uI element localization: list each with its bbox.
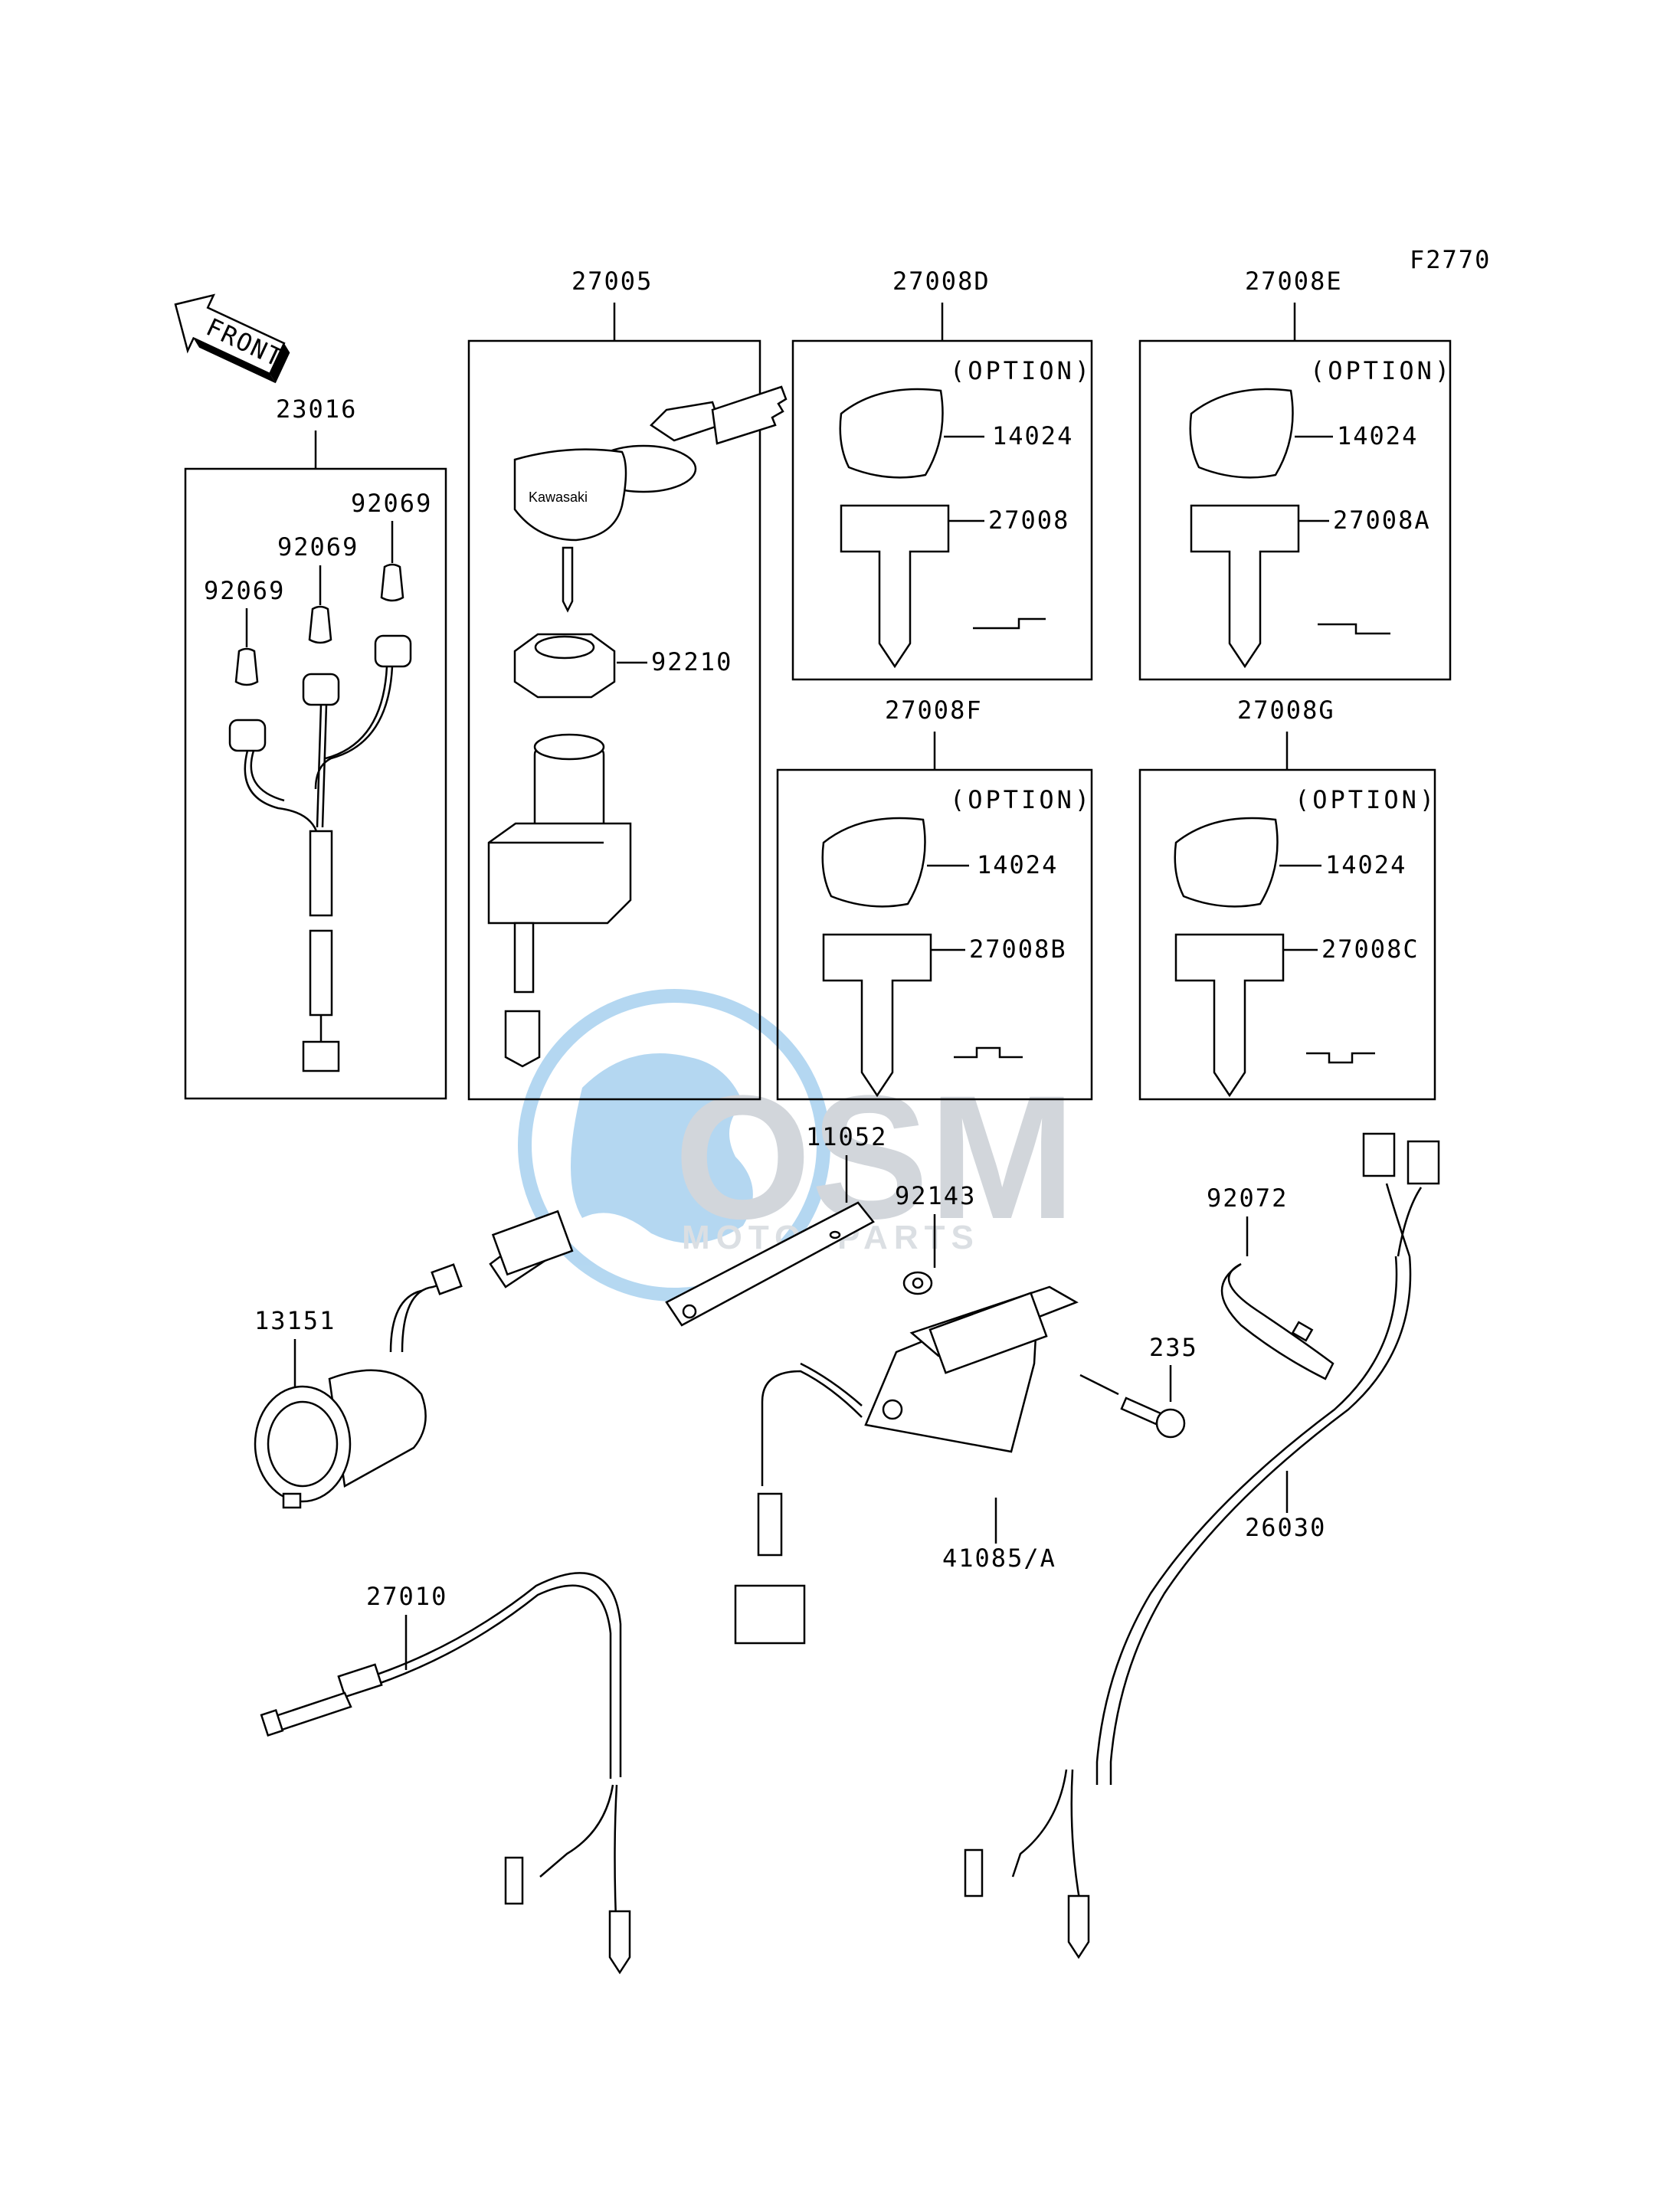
part-41085A: 41085/A — [734, 1285, 1079, 1645]
part-27010: 27010 — [260, 1572, 631, 1975]
label-23016: 23016 — [276, 395, 357, 424]
group-27008D: 27008D (OPTION) 14024 27008 — [791, 267, 1093, 681]
label-92069-b: 92069 — [277, 532, 359, 562]
group-27008E: 27008E (OPTION) 14024 27008A — [1138, 267, 1452, 681]
label-27008F: 27008F — [885, 696, 983, 725]
label-92143: 92143 — [895, 1181, 976, 1210]
label-11052: 11052 — [806, 1122, 887, 1151]
blank-key-icon — [1174, 933, 1285, 1098]
label-14024-f: 14024 — [977, 850, 1058, 879]
label-14024-e: 14024 — [1337, 421, 1418, 450]
option-text-g: (OPTION) — [1295, 785, 1437, 814]
label-92069-c: 92069 — [204, 576, 285, 605]
label-26030: 26030 — [1245, 1513, 1326, 1542]
figure-code: F2770 — [1410, 245, 1491, 274]
label-27005: 27005 — [571, 267, 653, 296]
option-text-f: (OPTION) — [950, 785, 1092, 814]
bulb-icon — [234, 563, 404, 686]
label-27008E: 27008E — [1245, 267, 1343, 296]
label-92072: 92072 — [1207, 1184, 1288, 1213]
label-92069-a: 92069 — [351, 489, 432, 518]
key-cap-icon — [839, 388, 944, 479]
blank-key-icon — [840, 504, 950, 669]
label-27008A: 27008A — [1333, 506, 1431, 535]
key-cap-icon — [1189, 388, 1294, 479]
brand-text: Kawasaki — [529, 489, 588, 505]
group-27005: 27005 Kawasaki 92210 — [467, 267, 788, 1101]
label-14024-d: 14024 — [992, 421, 1073, 450]
part-235: 235 — [1079, 1333, 1198, 1439]
option-text-e: (OPTION) — [1310, 356, 1452, 385]
label-13151: 13151 — [254, 1306, 336, 1335]
option-text-d: (OPTION) — [950, 356, 1092, 385]
part-13151: 13151 — [254, 1210, 574, 1509]
label-27008D: 27008D — [892, 267, 991, 296]
front-arrow-icon: FRONT — [174, 293, 290, 384]
ignition-switch-icon — [487, 733, 632, 1068]
label-41085A: 41085/A — [942, 1544, 1056, 1573]
label-27008: 27008 — [988, 506, 1069, 535]
label-27010: 27010 — [366, 1582, 447, 1611]
group-27008G: 27008G (OPTION) 14024 27008C — [1138, 696, 1437, 1101]
part-11052: 11052 — [665, 1122, 887, 1327]
label-235: 235 — [1149, 1333, 1198, 1362]
key-cap-icon — [1174, 817, 1279, 908]
part-92143: 92143 — [895, 1181, 976, 1295]
label-92210: 92210 — [651, 647, 732, 676]
label-27008B: 27008B — [969, 935, 1067, 964]
nut-icon — [513, 633, 616, 699]
ignition-key-icon: Kawasaki — [513, 385, 788, 613]
part-26030: 26030 — [964, 1132, 1440, 1960]
label-27008G: 27008G — [1237, 696, 1335, 725]
socket-harness-icon — [228, 634, 412, 1072]
group-27008F: 27008F (OPTION) 14024 27008B — [776, 696, 1093, 1101]
blank-key-icon — [822, 933, 932, 1098]
label-27008C: 27008C — [1321, 935, 1420, 964]
group-23016: 23016 92069 92069 92069 — [184, 395, 447, 1100]
part-92072: 92072 — [1207, 1184, 1335, 1380]
label-14024-g: 14024 — [1325, 850, 1407, 879]
key-cap-icon — [821, 817, 926, 908]
blank-key-icon — [1190, 504, 1300, 669]
